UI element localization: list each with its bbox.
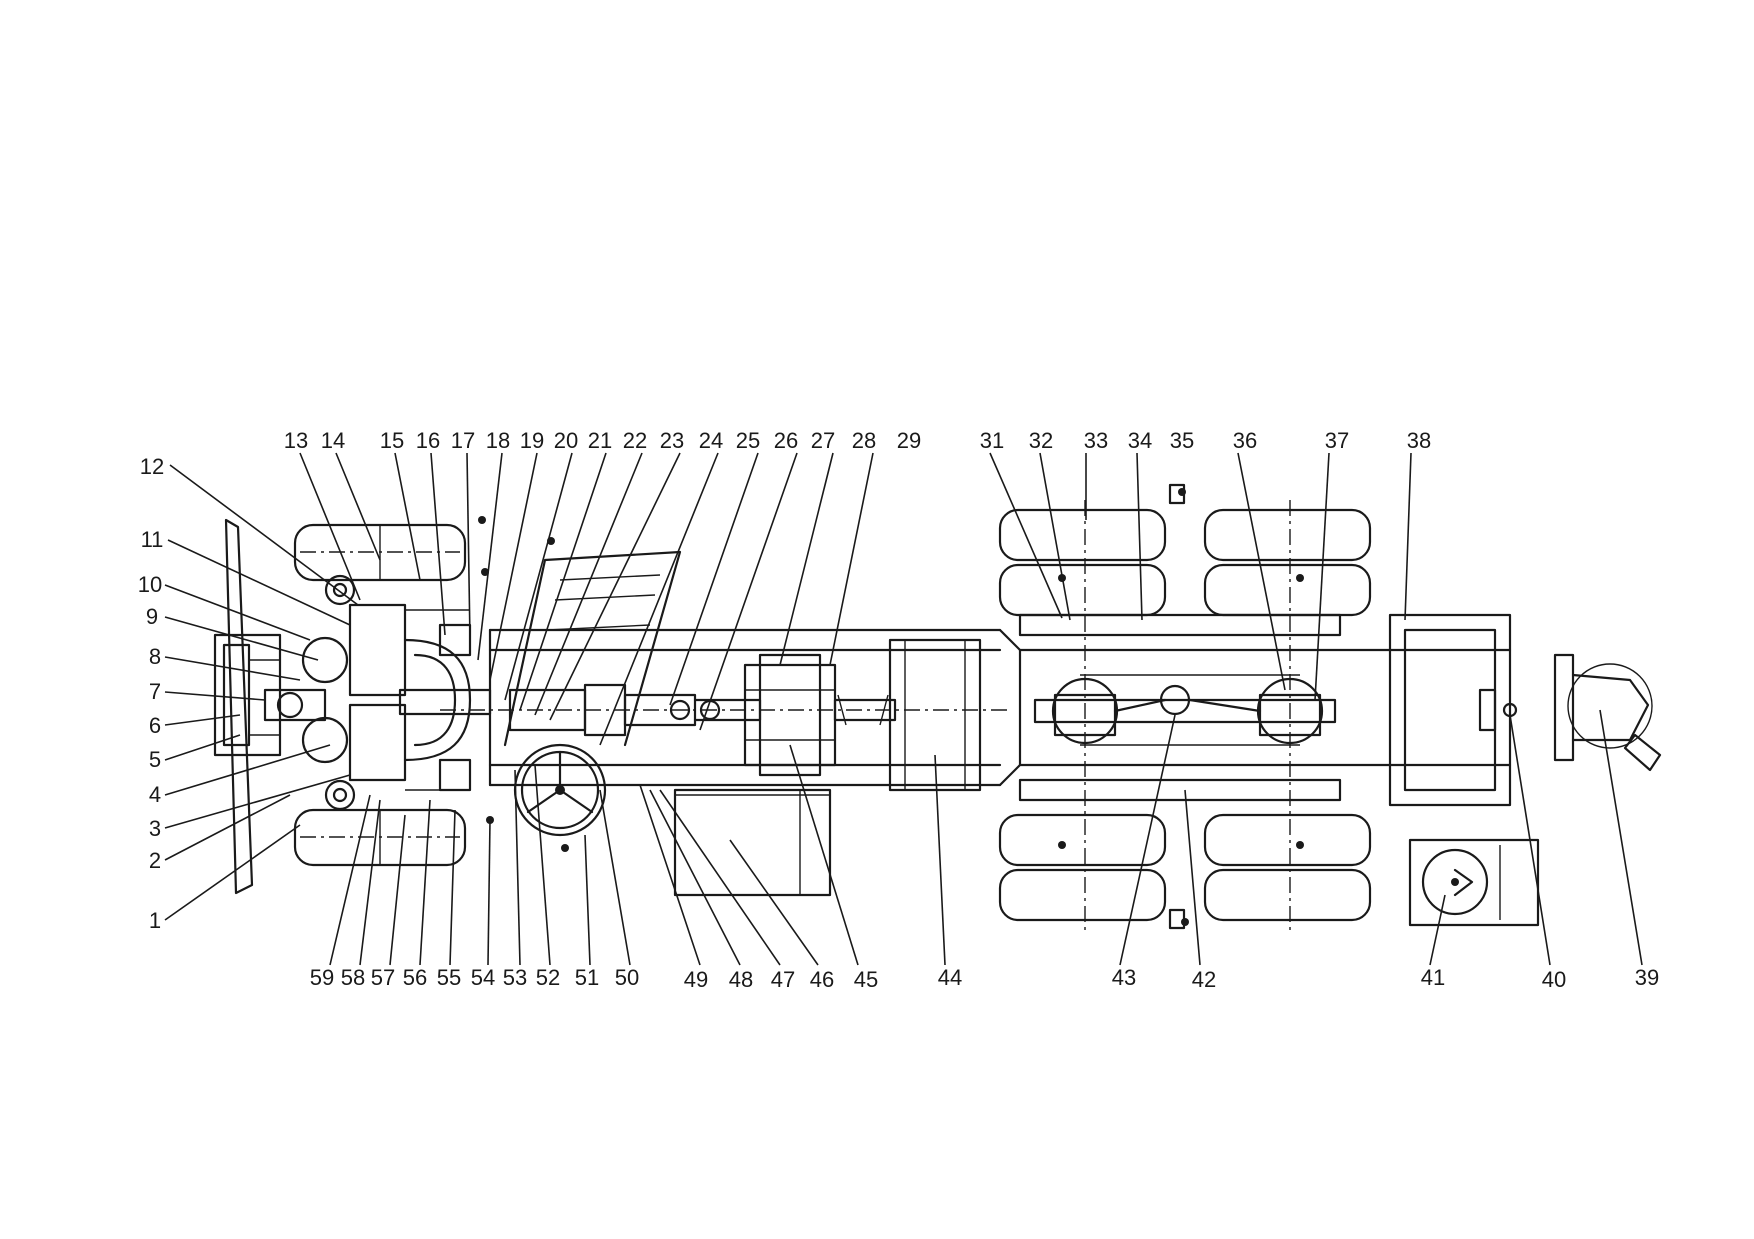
callout-9: 9 [146, 604, 158, 629]
callout-26: 26 [774, 428, 798, 453]
callout-11: 11 [141, 527, 164, 552]
callout-13: 13 [284, 428, 308, 453]
rear-wheels-rear-axle [1203, 500, 1372, 930]
callout-23: 23 [660, 428, 684, 453]
callout-48: 48 [729, 967, 753, 992]
callout-15: 15 [380, 428, 404, 453]
cab-outline [503, 550, 682, 747]
callout-25: 25 [736, 428, 760, 453]
callout-6: 6 [149, 713, 161, 738]
spare-wheel [1553, 653, 1662, 772]
callout-40: 40 [1542, 967, 1566, 992]
front-hubs [301, 574, 356, 811]
engine [348, 603, 492, 792]
callout-21: 21 [588, 428, 612, 453]
callout-8: 8 [149, 644, 161, 669]
callout-3: 3 [149, 816, 161, 841]
callout-numbers-left: 12 11 10 9 8 7 6 5 4 3 2 1 [138, 454, 164, 933]
lubrication-points [478, 483, 1304, 930]
front-right-wheel [293, 808, 467, 867]
callout-37: 37 [1325, 428, 1349, 453]
callout-22: 22 [623, 428, 647, 453]
callout-41: 41 [1421, 965, 1445, 990]
callout-35: 35 [1170, 428, 1194, 453]
callout-27: 27 [811, 428, 835, 453]
callout-43: 43 [1112, 965, 1136, 990]
callout-16: 16 [416, 428, 440, 453]
callout-5: 5 [149, 747, 161, 772]
leader-lines [164, 452, 1643, 966]
steering-wheel [513, 743, 607, 837]
callout-55: 55 [437, 965, 461, 990]
fifth-wheel-coupling [1408, 838, 1540, 927]
callout-numbers-bottom: 59 58 57 56 55 54 53 52 51 50 49 48 47 4… [310, 965, 1659, 992]
callout-24: 24 [699, 428, 723, 453]
callout-39: 39 [1635, 965, 1659, 990]
callout-34: 34 [1128, 428, 1152, 453]
callout-56: 56 [403, 965, 427, 990]
rear-crossmember [1388, 613, 1518, 807]
transfer-case [743, 653, 837, 777]
air-receiver [888, 638, 982, 792]
callout-numbers-top: 13 14 15 16 17 18 19 20 21 22 23 24 25 2… [284, 428, 1431, 453]
callout-36: 36 [1233, 428, 1257, 453]
callout-12: 12 [140, 454, 164, 479]
callout-45: 45 [854, 967, 878, 992]
callout-20: 20 [554, 428, 578, 453]
callout-2: 2 [149, 848, 161, 873]
callout-17: 17 [451, 428, 475, 453]
callout-58: 58 [341, 965, 365, 990]
callout-33: 33 [1084, 428, 1108, 453]
callout-49: 49 [684, 967, 708, 992]
callout-42: 42 [1192, 967, 1216, 992]
callout-31: 31 [980, 428, 1004, 453]
callout-29: 29 [897, 428, 921, 453]
callout-18: 18 [486, 428, 510, 453]
callout-53: 53 [503, 965, 527, 990]
callout-59: 59 [310, 965, 334, 990]
callout-4: 4 [149, 782, 161, 807]
callout-19: 19 [520, 428, 544, 453]
rear-wheels-forward-axle [998, 500, 1167, 930]
callout-50: 50 [615, 965, 639, 990]
callout-32: 32 [1029, 428, 1053, 453]
callout-57: 57 [371, 965, 395, 990]
callout-10: 10 [138, 572, 162, 597]
fuel-tank [673, 788, 832, 897]
front-bumper [224, 518, 254, 895]
callout-28: 28 [852, 428, 876, 453]
callout-7: 7 [149, 679, 161, 704]
front-axle [213, 633, 327, 757]
propeller-shafts [440, 694, 1010, 726]
rear-axles [1018, 613, 1342, 802]
callout-47: 47 [771, 967, 795, 992]
callout-51: 51 [575, 965, 599, 990]
frame-rails-rear [998, 628, 1512, 787]
callout-46: 46 [810, 967, 834, 992]
callout-54: 54 [471, 965, 495, 990]
callout-52: 52 [536, 965, 560, 990]
callout-38: 38 [1407, 428, 1431, 453]
front-left-wheel [293, 523, 467, 582]
callout-44: 44 [938, 965, 962, 990]
callout-14: 14 [321, 428, 345, 453]
callout-1: 1 [149, 908, 161, 933]
